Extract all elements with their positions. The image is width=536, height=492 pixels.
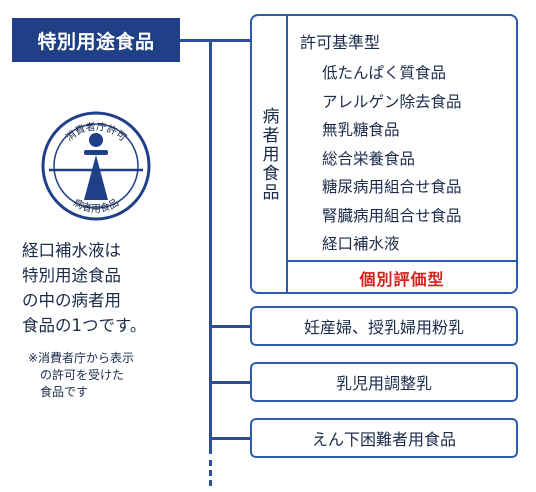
footnote-line: の許可を受けた xyxy=(40,368,125,382)
patient-food-label-column: 病者用食品 xyxy=(252,16,288,292)
category-label: 乳児用調整乳 xyxy=(335,374,432,393)
list-item: 総合栄養食品 xyxy=(322,149,416,168)
standard-type-title: 許可基準型 xyxy=(300,33,381,52)
list-item: 低たんぱく質食品 xyxy=(322,64,447,82)
list-item: 経口補水液 xyxy=(322,235,400,253)
list-item: 糖尿病用組合せ食品 xyxy=(322,178,462,196)
description-line: 特別用途食品 xyxy=(22,266,121,285)
branch-line-2 xyxy=(209,381,250,384)
root-category-label: 特別用途食品 xyxy=(37,30,155,53)
individual-divider xyxy=(288,260,516,262)
category-label: 妊産婦、授乳婦用粉乳 xyxy=(303,318,464,337)
list-item: アレルゲン除去食品 xyxy=(322,92,462,111)
patient-food-group: 病者用食品 許可基準型 低たんぱく質食品 アレルゲン除去食品 無乳糖食品 総合栄… xyxy=(250,14,518,294)
branch-line-3 xyxy=(209,437,250,440)
individual-evaluation-label: 個別評価型 xyxy=(359,270,445,289)
footnote-line: ※消費者庁から表示 xyxy=(28,351,135,365)
branch-line-1 xyxy=(209,325,250,328)
category-label: えん下困難者用食品 xyxy=(311,430,456,449)
root-connector-line xyxy=(180,39,250,42)
description-line: 食品の1つです。 xyxy=(22,316,147,335)
tree-trunk-line xyxy=(209,39,212,454)
footnote-line: 食品です xyxy=(40,385,89,399)
patient-food-content: 許可基準型 低たんぱく質食品 アレルゲン除去食品 無乳糖食品 総合栄養食品 糖尿… xyxy=(288,16,516,292)
list-item: 腎臓病用組合せ食品 xyxy=(322,206,462,225)
description-text: 経口補水液は 特別用途食品 の中の病者用 食品の1つです。 xyxy=(22,238,146,338)
category-box-maternal-milk: 妊産婦、授乳婦用粉乳 xyxy=(250,306,518,346)
category-box-dysphagia-food: えん下困難者用食品 xyxy=(250,418,518,458)
footnote: ※消費者庁から表示 の許可を受けた 食品です xyxy=(28,350,134,401)
standard-type-list: 低たんぱく質食品 アレルゲン除去食品 無乳糖食品 総合栄養食品 糖尿病用組合せ食… xyxy=(322,59,462,259)
category-box-infant-formula: 乳児用調整乳 xyxy=(250,362,518,402)
continuation-dots xyxy=(209,460,213,490)
consumer-agency-approval-mark: 消費者庁許可 病者用食品 xyxy=(41,111,151,221)
list-item: 無乳糖食品 xyxy=(322,121,400,139)
description-line: の中の病者用 xyxy=(22,291,121,310)
person-figure-icon xyxy=(84,133,108,200)
description-line: 経口補水液は xyxy=(22,241,121,260)
patient-food-label: 病者用食品 xyxy=(258,106,279,202)
root-category-box: 特別用途食品 xyxy=(12,18,180,62)
